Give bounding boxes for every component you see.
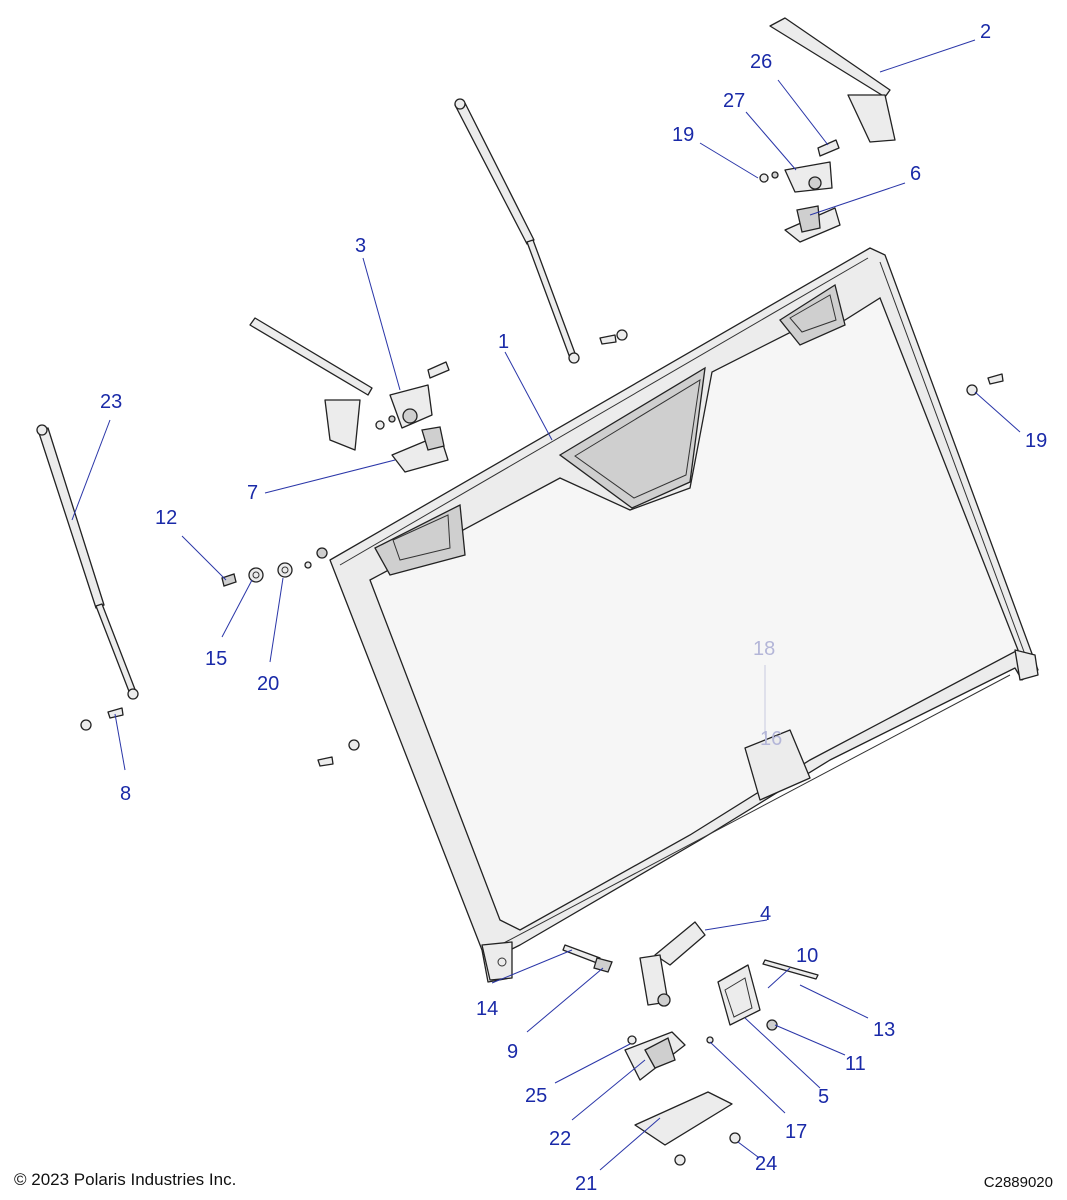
callout-23: 23: [100, 391, 122, 413]
latch-assembly: [562, 921, 819, 1166]
callout-3: 3: [355, 235, 366, 257]
fastener-set: [80, 329, 1004, 767]
callout-9: 9: [507, 1041, 518, 1063]
gas-strut-left: [36, 424, 139, 700]
callout-2: 2: [980, 21, 991, 43]
seal-strip-left: [249, 317, 373, 451]
callout-7: 7: [247, 482, 258, 504]
callout-6: 6: [910, 163, 921, 185]
windshield-frame: [329, 247, 1039, 983]
callout-8: 8: [120, 783, 131, 805]
callout-25: 25: [525, 1085, 547, 1107]
callout-20: 20: [257, 673, 279, 695]
callout-15: 15: [205, 648, 227, 670]
callout-21: 21: [575, 1173, 597, 1195]
seal-strip-right: [769, 17, 896, 143]
callout-16: 16: [760, 728, 782, 750]
callout-labels: 1 2 3 4 5 6 7 8 9 10 11 12 13 14 15 16 1…: [100, 21, 1047, 1195]
callout-17: 17: [785, 1121, 807, 1143]
gas-strut-center: [454, 98, 580, 364]
drawing-number: C2889020: [983, 1174, 1053, 1191]
callout-5: 5: [818, 1086, 829, 1108]
callout-14: 14: [476, 998, 498, 1020]
leader-lines: [71, 39, 1021, 1171]
callout-1: 1: [498, 331, 509, 353]
copyright-notice: © 2023 Polaris Industries Inc.: [14, 1170, 237, 1189]
callout-27: 27: [723, 90, 745, 112]
callout-12: 12: [155, 507, 177, 529]
callout-26: 26: [750, 51, 772, 73]
callout-18: 18: [753, 638, 775, 660]
callout-4: 4: [760, 903, 771, 925]
callout-19-right: 19: [1025, 430, 1047, 452]
callout-24: 24: [755, 1153, 777, 1175]
callout-11: 11: [845, 1053, 866, 1075]
callout-22: 22: [549, 1128, 571, 1150]
callout-10: 10: [796, 945, 818, 967]
callout-19-upper: 19: [672, 124, 694, 146]
hinge-left: [375, 361, 450, 473]
hinge-right: [759, 139, 841, 243]
callout-13: 13: [873, 1019, 895, 1041]
